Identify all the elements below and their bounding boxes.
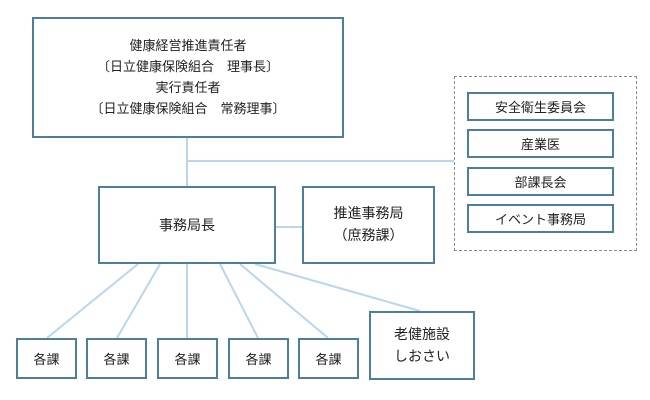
unit-box-3: 各課	[157, 338, 218, 379]
connector-facility	[254, 263, 421, 312]
top-line-2: 〔日立健康保険組合 理事長〕	[96, 59, 279, 75]
connector-unit-5	[239, 263, 329, 339]
top-line-3: 実行責任者	[155, 80, 221, 96]
promo-line-1: 推進事務局	[333, 206, 404, 222]
unit-box-5: 各課	[298, 338, 359, 379]
director-box: 事務局長	[98, 186, 276, 264]
committee-group-panel	[454, 76, 637, 251]
committee-occupational-physician: 産業医	[467, 129, 614, 158]
promotion-office-box: 推進事務局 （庶務課）	[302, 186, 435, 264]
director-label: 事務局長	[159, 218, 215, 234]
facility-line-1: 老健施設	[394, 326, 450, 343]
promo-line-2: （庶務課）	[333, 228, 404, 244]
connector-unit-4	[219, 263, 259, 339]
facility-box: 老健施設 しおさい	[369, 311, 475, 380]
management-responsible-box: 健康経営推進責任者 〔日立健康保険組合 理事長〕 実行責任者 〔日立健康保険組合…	[32, 17, 344, 138]
committee-event-office: イベント事務局	[467, 204, 614, 233]
unit-box-2: 各課	[86, 338, 147, 379]
facility-line-2: しおさい	[394, 348, 450, 365]
unit-box-4: 各課	[228, 338, 289, 379]
committee-managers-meeting: 部課長会	[467, 167, 614, 196]
connector-unit-2	[116, 263, 161, 339]
top-line-1: 健康経営推進責任者	[129, 38, 247, 54]
committee-safety-health: 安全衛生委員会	[467, 92, 614, 121]
unit-box-1: 各課	[16, 338, 77, 379]
top-line-4: 〔日立健康保険組合 常務理事〕	[90, 101, 286, 117]
connector-unit-1	[46, 263, 139, 339]
